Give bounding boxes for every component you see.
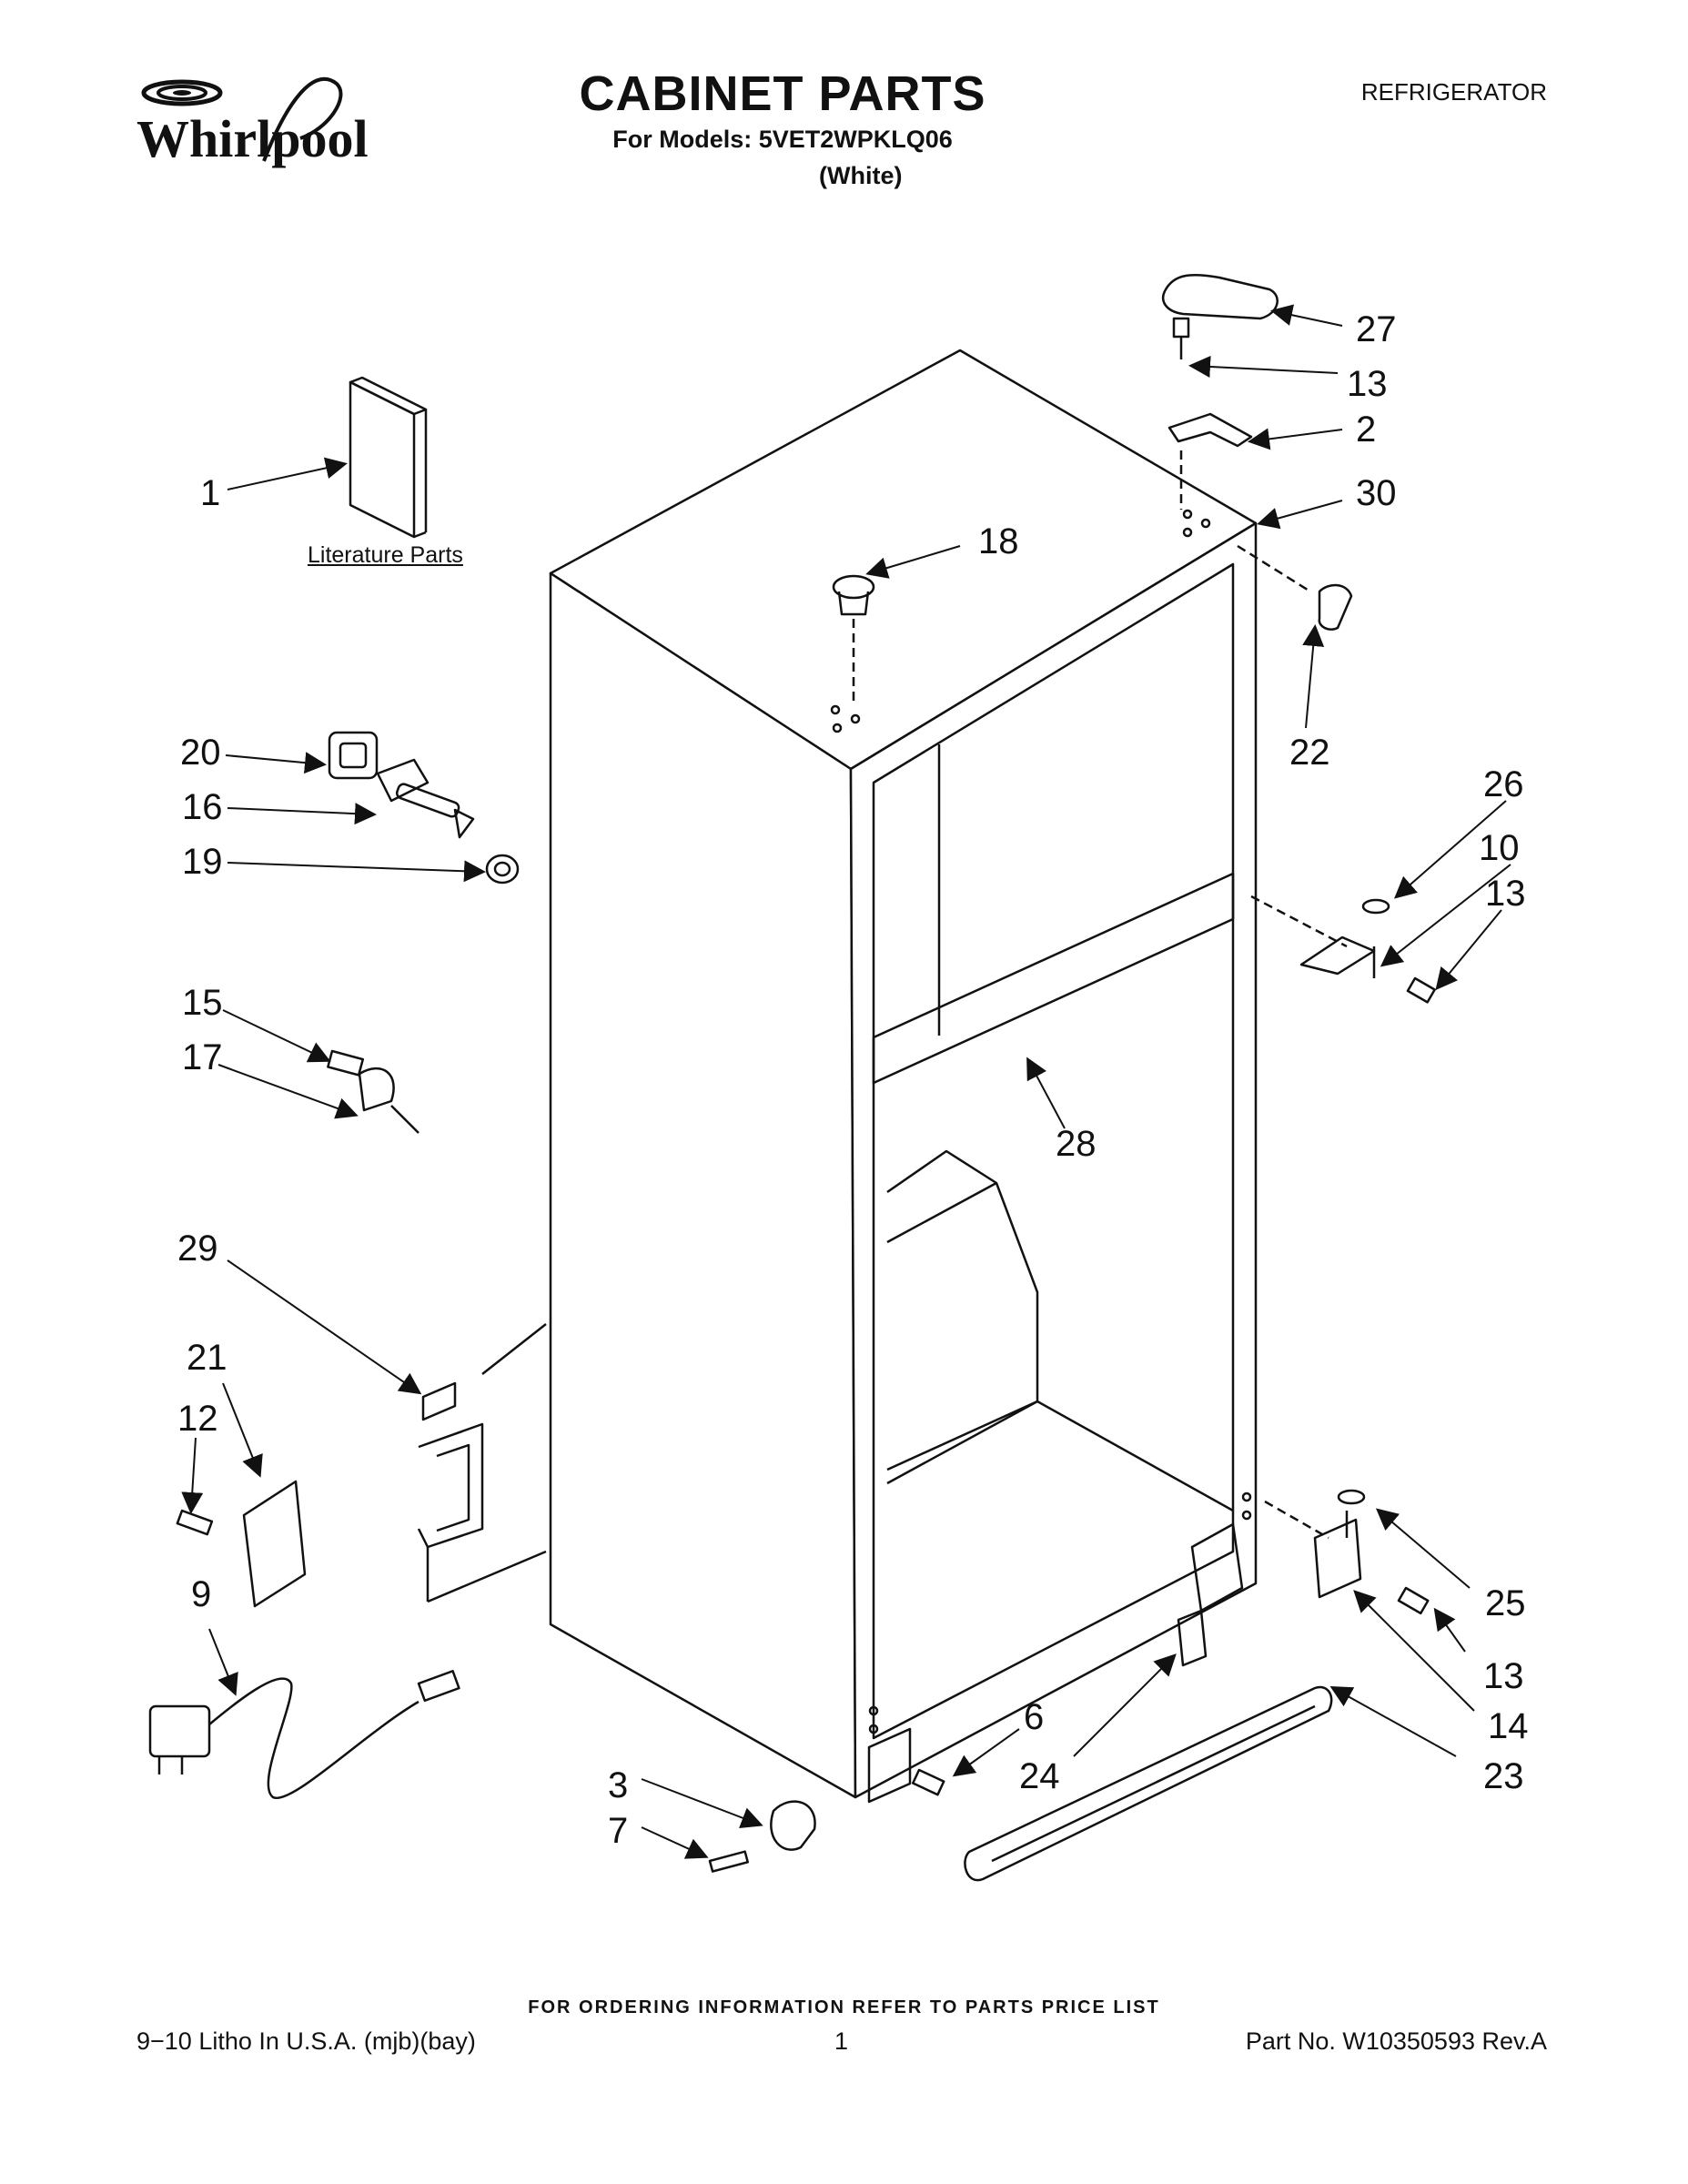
- callout-20: 20: [180, 733, 221, 773]
- cabinet-body: [549, 349, 1258, 1804]
- part-leveling-leg: [708, 1800, 816, 1873]
- callout-14: 14: [1488, 1706, 1529, 1746]
- callout-28: 28: [1056, 1124, 1097, 1164]
- callout-25: 25: [1485, 1583, 1526, 1623]
- callout-10: 10: [1479, 828, 1520, 868]
- callout-29: 29: [177, 1228, 218, 1269]
- whirlpool-logo: Whirlpool: [127, 66, 400, 175]
- callout-12: 12: [177, 1399, 218, 1439]
- callout-15: 15: [182, 983, 223, 1023]
- callout-23: 23: [1483, 1756, 1524, 1796]
- part-number: Part No. W10350593 Rev.A: [1245, 2027, 1547, 2055]
- callout-26: 26: [1483, 764, 1524, 804]
- callout-27: 27: [1356, 309, 1397, 349]
- part-literature: [349, 376, 428, 539]
- part-top-hinge: [1167, 412, 1253, 510]
- ordering-note: FOR ORDERING INFORMATION REFER TO PARTS …: [528, 1997, 1160, 2017]
- part-clamp-assembly: [327, 1049, 419, 1134]
- part-22: [1237, 544, 1353, 631]
- part-screw-top: [1172, 317, 1190, 359]
- callout-24: 24: [1019, 1756, 1060, 1796]
- callout-1: 1: [200, 473, 220, 513]
- litho-info: 9−10 Litho In U.S.A. (mjb)(bay): [136, 2027, 476, 2055]
- callout-13-mid: 13: [1485, 874, 1526, 914]
- callout-13-top: 13: [1347, 364, 1388, 404]
- part-cover-plate: [176, 1480, 307, 1608]
- brand-wordmark: Whirlpool: [136, 109, 369, 168]
- callout-30: 30: [1356, 473, 1397, 513]
- callout-3: 3: [608, 1765, 628, 1805]
- callout-9: 9: [191, 1574, 211, 1614]
- callout-22: 22: [1289, 733, 1330, 773]
- callout-2: 2: [1356, 410, 1376, 450]
- part-power-cord: [148, 1670, 460, 1800]
- part-hinge-cover: [1161, 273, 1279, 320]
- part-bracket: [417, 1323, 547, 1603]
- part-plug: [832, 574, 875, 701]
- part-clip: [1177, 1609, 1208, 1667]
- callout-16: 16: [182, 787, 223, 827]
- callout-21: 21: [187, 1338, 227, 1378]
- part-screw-6: [911, 1768, 945, 1796]
- part-toe-grille: [964, 1685, 1333, 1882]
- part-bottom-hinge: [1264, 1489, 1430, 1615]
- product-type: REFRIGERATOR: [1360, 78, 1547, 106]
- callout-7: 7: [608, 1811, 628, 1851]
- whirlpool-swirl-icon: Whirlpool: [136, 76, 369, 168]
- callout-19: 19: [182, 842, 223, 882]
- part-center-hinge: [1250, 895, 1436, 1004]
- callout-13-bottom: 13: [1483, 1656, 1524, 1696]
- page-number: 1: [834, 2027, 849, 2055]
- model-color: (White): [819, 162, 903, 189]
- literature-parts-label: Literature Parts: [308, 542, 463, 568]
- callout-6: 6: [1024, 1697, 1044, 1737]
- part-hinge-pin-assembly: [328, 731, 520, 885]
- callout-17: 17: [182, 1037, 223, 1077]
- callout-18: 18: [978, 521, 1019, 561]
- page-title: CABINET PARTS: [579, 66, 986, 121]
- model-number: For Models: 5VET2WPKLQ06: [612, 126, 953, 153]
